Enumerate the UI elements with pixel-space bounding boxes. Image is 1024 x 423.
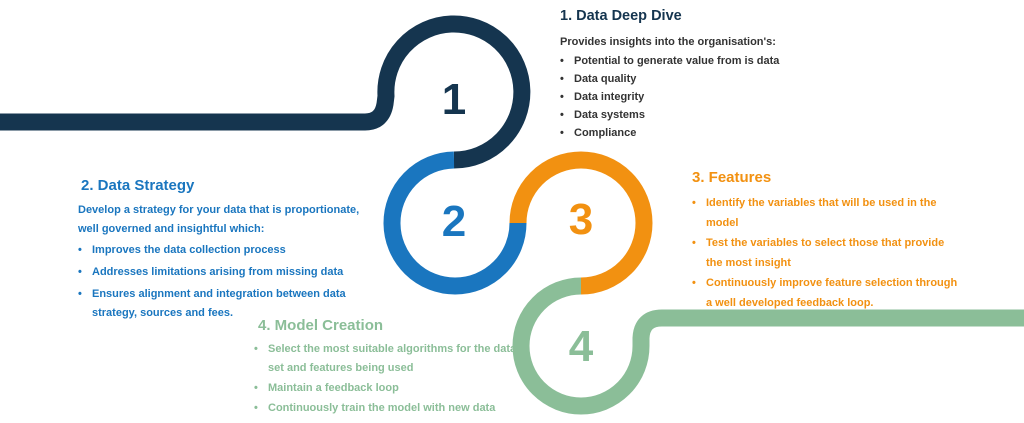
step1-title: 1. Data Deep Dive <box>560 8 682 24</box>
step3-block: 3. Features Identify the variables that … <box>692 168 962 314</box>
step4-bullet-list: Select the most suitable algorithms for … <box>254 340 524 418</box>
step4-title: 4. Model Creation <box>258 317 384 334</box>
step2-block: 2. Data Strategy Develop a strategy for … <box>78 176 378 326</box>
step2-bullet: Improves the data collection process <box>78 241 378 260</box>
step3-bullet: Continuously improve feature selection t… <box>692 274 962 313</box>
step1-intro: Provides insights into the organisation'… <box>560 36 776 48</box>
step2-bullet: Addresses limitations arising from missi… <box>78 263 378 282</box>
step2-number: 2 <box>442 197 466 246</box>
step4-bullet: Maintain a feedback loop <box>254 379 524 398</box>
step4-bullet: Continuously train the model with new da… <box>254 399 524 418</box>
step3-number: 3 <box>569 195 593 244</box>
step1-bullet: Compliance <box>560 124 820 142</box>
step3-bullet-list: Identify the variables that will be used… <box>692 194 962 313</box>
step2-bullet-list: Improves the data collection process Add… <box>78 241 378 323</box>
step2-path <box>383 151 527 295</box>
step1-bullet: Data systems <box>560 106 820 124</box>
step3-title: 3. Features <box>692 169 772 186</box>
step4-number: 4 <box>569 322 594 371</box>
step3-bullet: Test the variables to select those that … <box>692 234 962 273</box>
step1-bullet: Data quality <box>560 70 820 88</box>
step4-bullet: Select the most suitable algorithms for … <box>254 340 524 378</box>
step1-bullet-list: Potential to generate value from is data… <box>560 52 820 142</box>
step1-path <box>0 15 531 169</box>
step4-block: 4. Model Creation Select the most suitab… <box>254 316 524 419</box>
step1-number: 1 <box>442 75 466 124</box>
step1-bullet: Data integrity <box>560 88 820 106</box>
step1-bullet: Potential to generate value from is data <box>560 52 820 70</box>
step2-intro: Develop a strategy for your data that is… <box>78 204 360 235</box>
step1-block: 1. Data Deep Dive Provides insights into… <box>560 6 820 142</box>
step2-bullet: Ensures alignment and integration betwee… <box>78 285 378 323</box>
step2-title: 2. Data Strategy <box>81 177 195 194</box>
step3-path <box>509 151 653 295</box>
step4-path <box>512 277 1024 415</box>
step3-bullet: Identify the variables that will be used… <box>692 194 962 233</box>
